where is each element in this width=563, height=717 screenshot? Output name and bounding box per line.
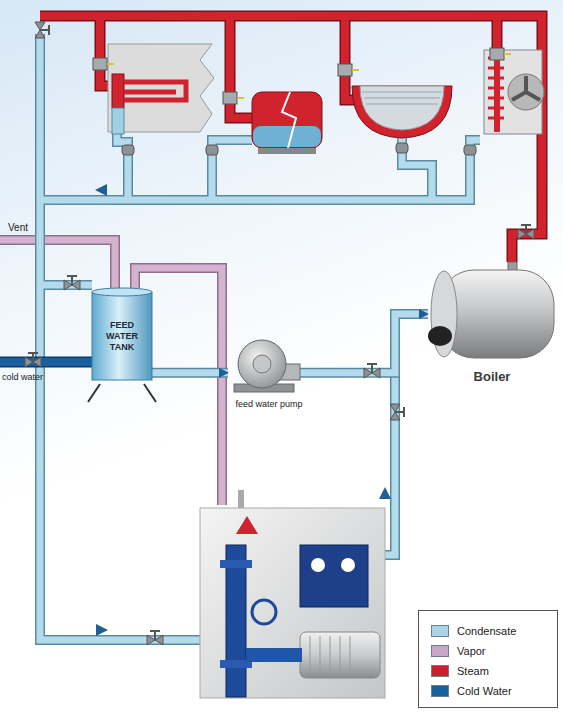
motor-fins [310,636,350,674]
feed-water-tank: FEED WATER TANK [92,288,152,384]
legend-swatch [431,685,449,697]
steam-pipe-outline [40,16,542,262]
legend-label: Vapor [457,645,486,657]
fan-blades [512,76,540,100]
gate-valve [35,22,49,38]
control-valve [338,64,359,76]
heated-tank [252,92,322,148]
gate-valve [25,353,41,367]
control-valve [93,58,114,70]
legend-swatch [431,625,449,637]
steam-trap [464,145,476,155]
kettle-contents [362,92,442,104]
pipe-line [300,314,428,373]
gate-valve [518,225,534,239]
exchanger-header [112,74,124,108]
vent-label: Vent [8,222,28,233]
pipe-connector [152,372,228,373]
pump-shaft [246,648,302,662]
text-holder: feed water pump [214,399,324,409]
cold-water-label: cold water [2,372,43,382]
legend-swatch [431,645,449,657]
flow-arrow [379,487,391,499]
pipe-outline [300,314,428,373]
pump-volute [238,340,286,388]
feed-water-pump: feed water pump [228,338,300,396]
gate-valve [390,404,404,420]
steam-trap [396,143,408,153]
legend-label: Cold Water [457,685,512,697]
pump-hub [253,355,271,373]
control-valve [223,92,244,104]
steam-pipe [40,16,542,262]
gauge [341,558,355,572]
warning-sign [236,516,258,534]
burner [428,326,452,346]
kettle-inner [360,86,444,130]
node-label: feed water pump [214,399,324,409]
jacketed-kettle [352,86,452,138]
gate-valve [364,364,380,378]
gate-valve [147,631,163,645]
pipe-connector [300,314,428,373]
tank-stand [258,148,316,154]
legend-row: Steam [431,661,557,681]
heater-coil [494,52,500,132]
gauge [311,558,325,572]
boiler: Boiler [428,262,556,366]
tank-top [92,288,152,296]
node-label: Boiler [428,369,556,384]
legend-swatch [431,665,449,677]
tank-body [92,292,152,380]
pump-motor [300,632,380,678]
node-label: FEED WATER TANK [101,320,143,353]
legend-box: CondensateVaporSteamCold Water [418,610,558,708]
legend-label: Condensate [457,625,516,637]
flow-arrow [95,184,107,196]
pipe-outline [152,368,228,378]
tank-condensate [253,126,321,147]
unit-vent [238,490,244,508]
steam-trap [206,145,218,155]
exchanger-outlet [112,108,124,134]
pump-flange [220,560,252,568]
cold-water-pipe [0,358,92,366]
condensate-return-unit [200,508,385,698]
control-panel [300,545,368,607]
cold-water-pipe-outline [0,357,92,368]
pipe-line [152,369,228,376]
exchanger-tubes [124,82,186,100]
cutaway-line [282,92,296,148]
text-holder: FEED WATER TANK [92,288,152,384]
control-valve [490,48,511,60]
text-holder: Boiler [428,369,556,384]
legend-row: Vapor [431,641,557,661]
legend-row: Condensate [431,621,557,641]
heater-fan [508,74,544,110]
steam-trap [122,145,134,155]
pump-shape [228,338,300,396]
gate-valve [64,276,80,290]
boiler-shape [428,262,556,366]
handwheel [252,600,276,624]
tank-legs [88,384,156,402]
legend-label: Steam [457,665,489,677]
legend-row: Cold Water [431,681,557,701]
flow-arrow [96,624,108,636]
